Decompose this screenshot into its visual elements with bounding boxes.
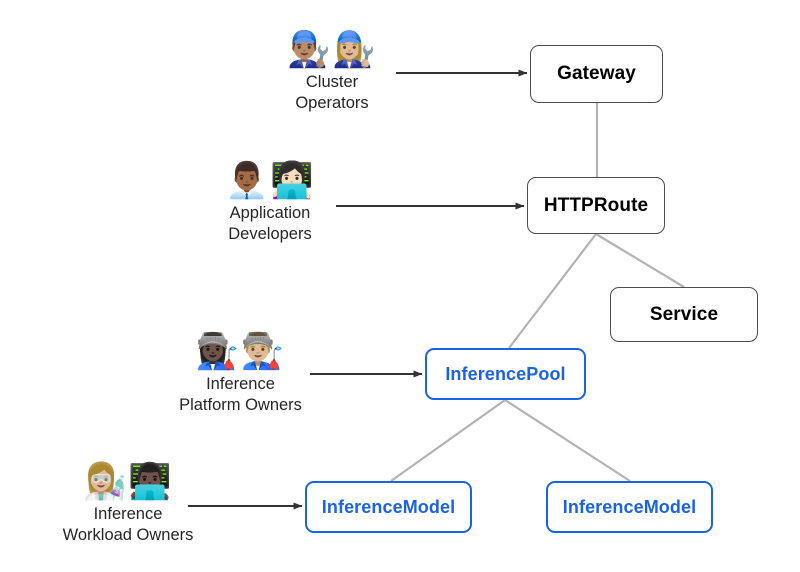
node-infmodel2[interactable]: InferenceModel	[546, 481, 713, 533]
persona-inference-workload-owners: 👩🏼‍🔬👨🏿‍💻Inference Workload Owners	[48, 464, 208, 546]
node-label: Service	[649, 303, 719, 325]
node-service[interactable]: Service	[610, 287, 758, 342]
node-label: InferenceModel	[562, 496, 697, 517]
edge-httproute-service	[595, 233, 685, 288]
persona-label: Cluster Operators	[295, 73, 369, 113]
man-office-worker-icon-and-woman-technologist-icon: 👨🏾‍💼👩🏻‍💻	[225, 161, 315, 201]
persona-inference-platform-owners: 👩🏿‍🏭👨🏼‍🏭Inference Platform Owners	[163, 334, 318, 416]
persona-cluster-operators: 👨🏽‍🔧👩🏼‍🔧Cluster Operators	[262, 32, 402, 114]
node-gateway[interactable]: Gateway	[530, 45, 663, 103]
persona-label: Inference Platform Owners	[179, 375, 302, 415]
node-infpool[interactable]: InferencePool	[425, 348, 586, 400]
node-label: HTTPRoute	[543, 194, 649, 216]
man-mechanic-icon-and-woman-mechanic-icon: 👨🏽‍🔧👩🏼‍🔧	[287, 30, 377, 70]
node-infmodel1[interactable]: InferenceModel	[305, 481, 472, 533]
persona-label: Inference Workload Owners	[62, 505, 194, 545]
node-httproute[interactable]: HTTPRoute	[527, 177, 665, 234]
persona-arrow-group	[188, 69, 528, 510]
woman-scientist-icon-and-man-technologist-icon: 👩🏼‍🔬👨🏿‍💻	[83, 462, 173, 502]
node-label: Gateway	[557, 63, 636, 84]
woman-construction-worker-icon-and-man-construction-worker-icon: 👩🏿‍🏭👨🏼‍🏭	[195, 332, 286, 372]
persona-label: Application Developers	[228, 204, 312, 244]
node-label: InferencePool	[445, 363, 566, 384]
edge-infpool-infmodel2	[504, 399, 631, 482]
edge-infpool-infmodel1	[390, 399, 506, 482]
edge-httproute-infpool	[508, 233, 597, 349]
persona-application-developers: 👨🏾‍💼👩🏻‍💻Application Developers	[200, 163, 340, 245]
node-label: InferenceModel	[321, 496, 456, 517]
